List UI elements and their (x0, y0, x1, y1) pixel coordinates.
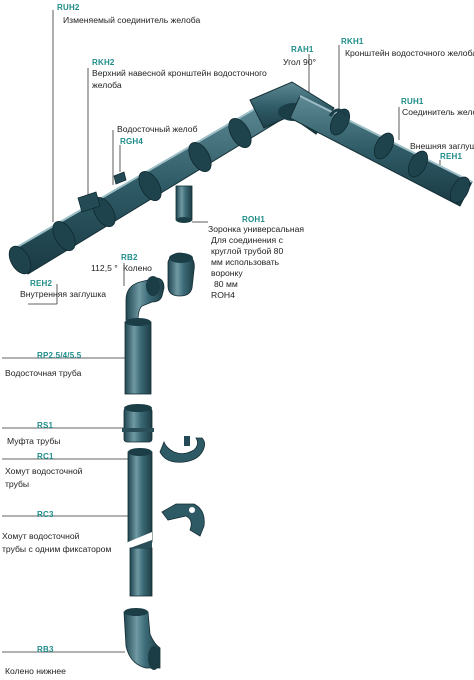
rkh1-code: RKH1 (341, 37, 364, 46)
rkh2-label-line2: желоба (92, 80, 122, 90)
gutter-brackets (77, 171, 127, 213)
rgh4-code: RGH4 (120, 137, 144, 146)
rb3-code: RB3 (37, 645, 54, 654)
downpipe-rp (124, 318, 152, 395)
rc1-code: RC1 (37, 452, 54, 461)
rs1-code: RS1 (37, 421, 54, 430)
rs1-label: Муфта трубы (7, 436, 61, 446)
ruh1-code: RUH1 (401, 97, 424, 106)
roh1-label-line3: круглой трубой 80 (211, 246, 284, 256)
leader-lines (2, 10, 441, 653)
rkh1-label: Кронштейн водосточного желоба (345, 48, 474, 58)
outer-cap-label: Внешняя заглушка (410, 141, 474, 151)
elbow-rb2 (125, 252, 195, 321)
rc3-label-line2: трубы с одним фиксатором (2, 544, 112, 554)
pipe-clip-rc3 (161, 503, 205, 537)
gutter-label: Водосточный желоб (117, 124, 198, 134)
lower-pipe (127, 448, 153, 597)
rah1-label: Угол 90° (283, 57, 317, 67)
rc1-label-line2: трубы (5, 479, 30, 489)
reh1-code: REH1 (440, 152, 463, 161)
ruh2-label: Изменяемый соединитель желоба (63, 15, 201, 25)
roh1-label-line1: Зоронка универсальная (208, 224, 305, 234)
roh1-label-line4: мм использовать (211, 257, 280, 267)
rb3-label: Колено нижнее (5, 666, 66, 676)
rkh2-code: RKH2 (92, 58, 115, 67)
coupling-rs1 (122, 404, 154, 443)
rc1-label-line1: Хомут водосточной (5, 466, 83, 476)
pipe-clip-rc1 (159, 436, 206, 463)
roh1-label-line2: Для соединения с (211, 235, 283, 245)
rb2-label: Колено (123, 263, 152, 273)
rkh2-label-line1: Верхний навесной кронштейн водосточного (92, 68, 267, 78)
outlet-funnel (175, 185, 193, 223)
rah1-code: RAH1 (291, 45, 314, 54)
elbow-rb3 (123, 608, 161, 670)
roh1-label-line7: ROH4 (211, 290, 235, 300)
left-gutter-run (8, 99, 285, 275)
reh2-code: REH2 (30, 279, 53, 288)
rc3-code: RC3 (37, 510, 54, 519)
right-gutter-run (289, 95, 473, 207)
rb2-code: RB2 (121, 253, 138, 262)
roh1-code: ROH1 (242, 215, 266, 224)
rc3-label-line1: Хомут водосточной (2, 531, 80, 541)
roh1-label-line6: 80 мм (214, 279, 238, 289)
ruh1-label: Соединитель желоба (402, 107, 474, 117)
rb2-angle: 112,5 ° (91, 263, 118, 273)
roh1-label-line5: воронку (211, 268, 243, 278)
rp-code: RP2.5/4/5.5 (37, 351, 82, 360)
rp-label: Водосточная труба (5, 368, 82, 378)
reh2-label: Внутренняя заглушка (20, 289, 107, 299)
ruh2-code: RUH2 (57, 3, 80, 12)
